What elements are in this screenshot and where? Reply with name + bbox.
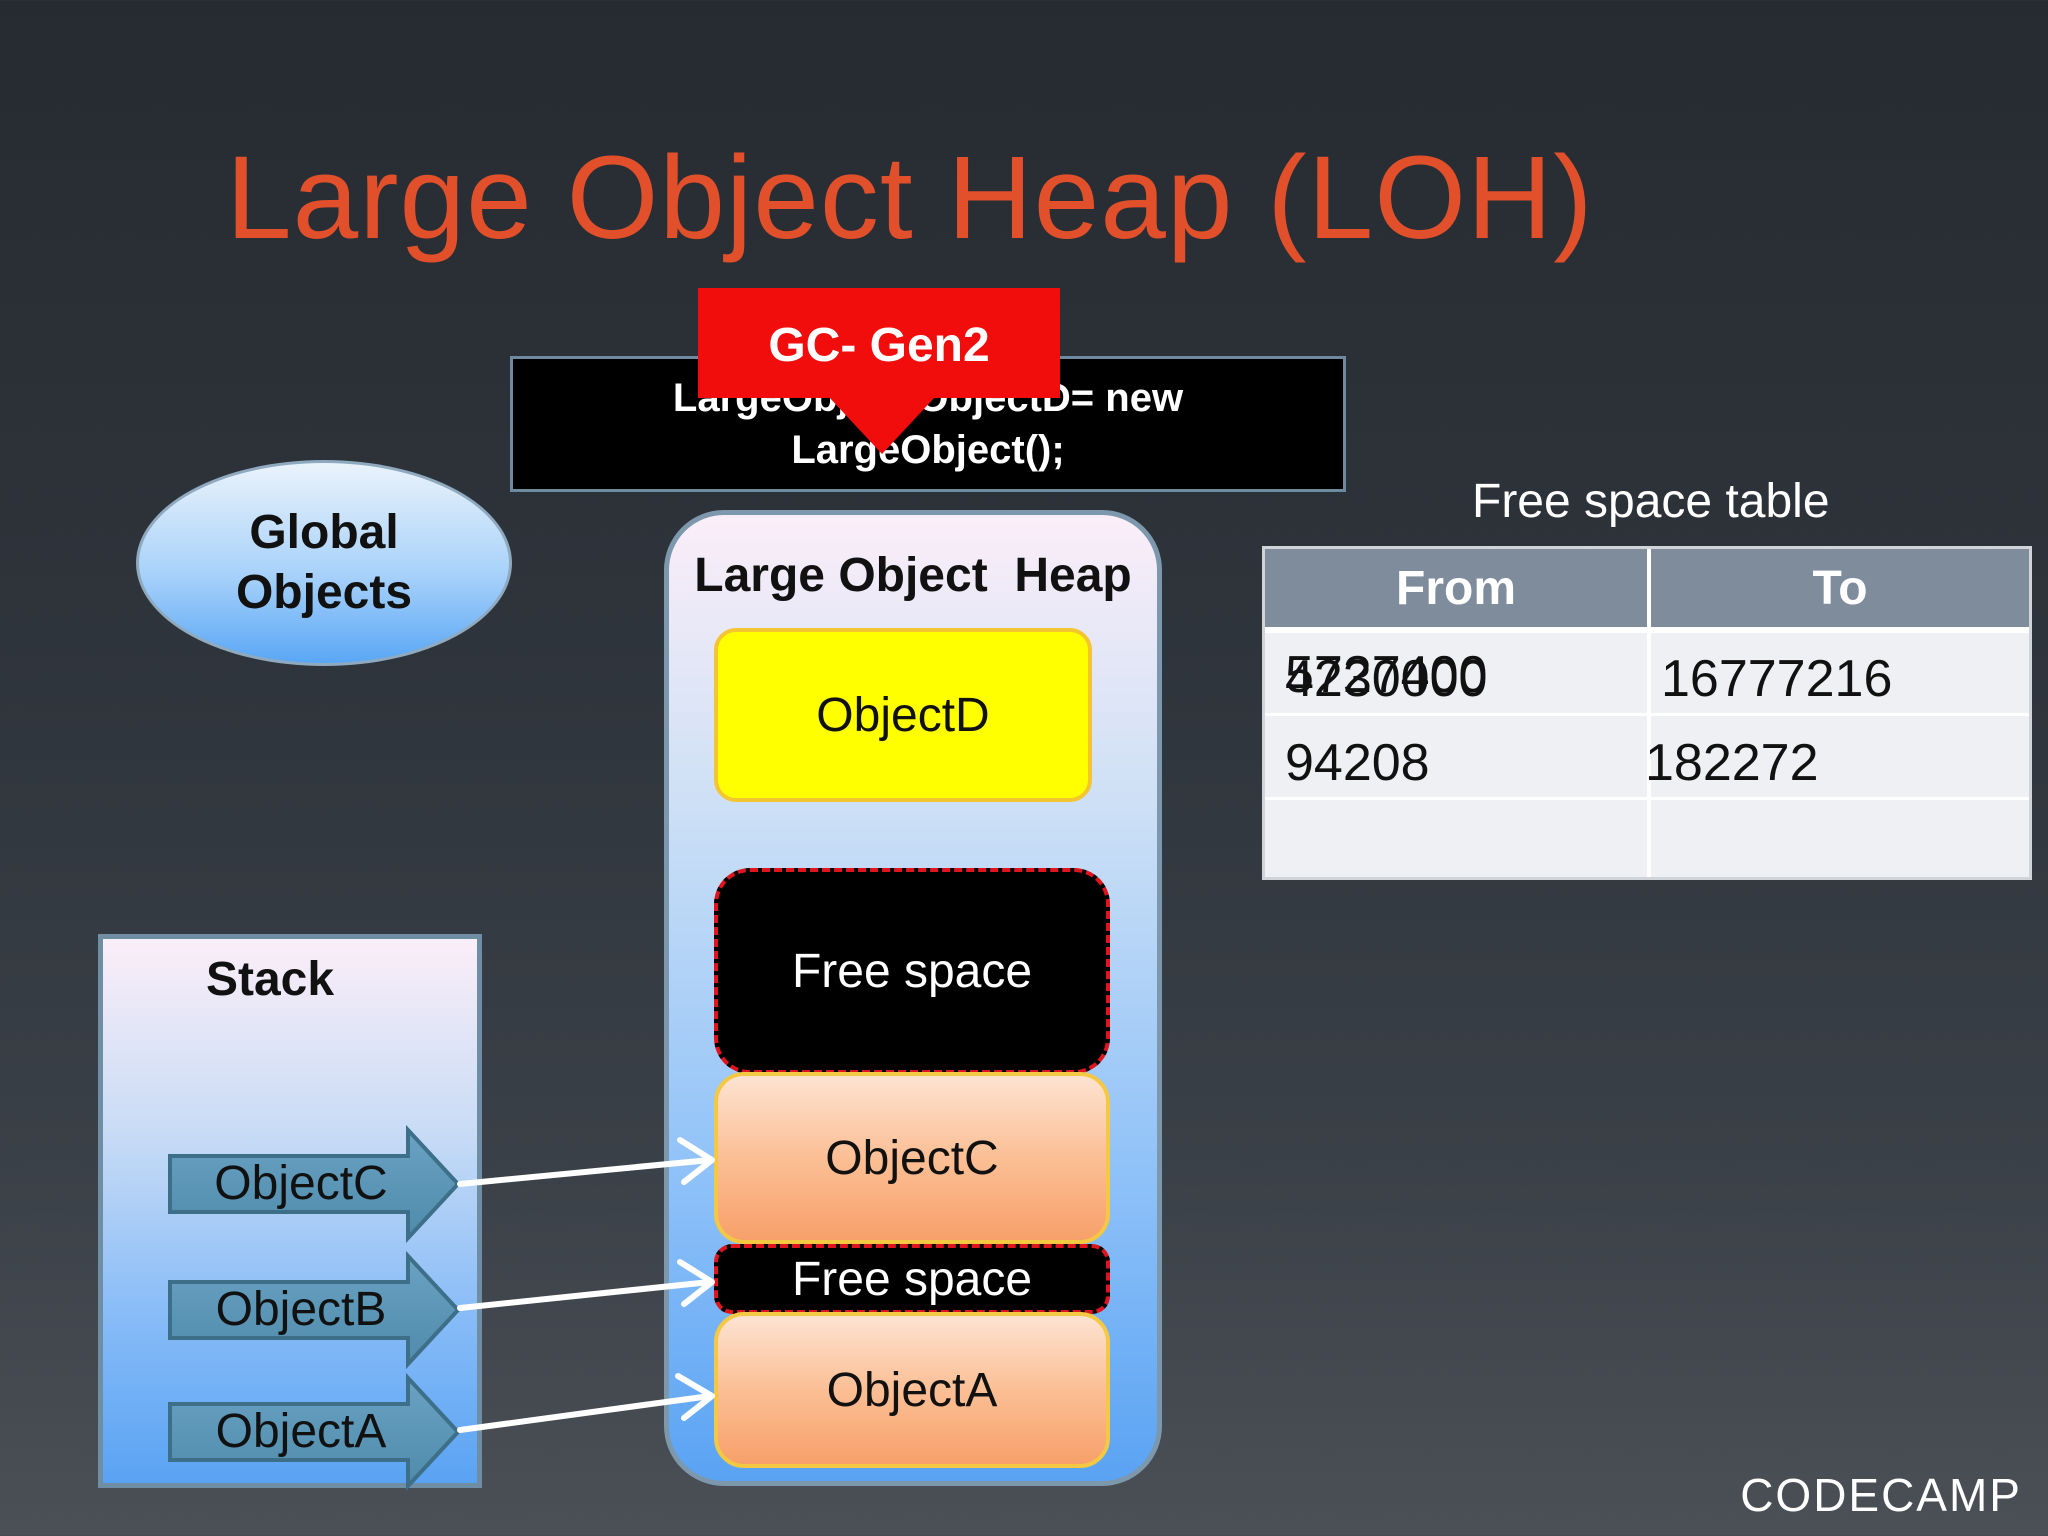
- stack-arrow-objectc: [168, 1124, 461, 1244]
- global-objects-label-line1: Global: [249, 506, 399, 559]
- stack-label-objectc: ObjectC: [214, 1157, 388, 1210]
- stack-label-objecta: ObjectA: [215, 1405, 387, 1458]
- table-row1-from-overlay-a: 5727400: [1285, 646, 1488, 704]
- global-objects-ellipse: Global Objects: [136, 460, 512, 666]
- table-row2-to: 182272: [1645, 734, 1819, 792]
- heap-block-free-space-1: Free space: [714, 868, 1110, 1074]
- table-row1-to: 16777216: [1661, 650, 1893, 708]
- table-row-divider-1: [1265, 713, 2029, 716]
- stack-label-objectb: ObjectB: [215, 1283, 387, 1336]
- table-header-to: To: [1651, 549, 2029, 627]
- gc-gen2-badge: GC- Gen2: [698, 288, 1060, 398]
- stack-arrow-objectb: [168, 1250, 461, 1370]
- stack-title: Stack: [205, 953, 335, 1006]
- free-space-table: From To 5727400 4230000 16777216 94208 1…: [1262, 546, 2032, 880]
- pointer-line-objecta: [457, 1393, 713, 1433]
- heap-block-objectd: ObjectD: [714, 628, 1092, 802]
- free-space-table-caption: Free space table: [1472, 475, 1830, 528]
- pointer-line-objectc: [457, 1157, 713, 1187]
- pointer-head-objectb: [677, 1259, 715, 1307]
- pointer-head-objecta: [675, 1373, 715, 1421]
- table-row1-from-overlay-b: 4230000: [1285, 650, 1488, 708]
- pointer-line-objectb: [457, 1279, 713, 1311]
- slide-title: Large Object Heap (LOH): [226, 132, 1594, 264]
- heap-block-free-space-2: Free space: [714, 1244, 1110, 1314]
- table-row-divider-2: [1265, 797, 2029, 800]
- pointer-head-objectc: [677, 1137, 715, 1185]
- heap-title: Large Object Heap: [694, 549, 1132, 602]
- heap-block-objectc: ObjectC: [714, 1072, 1110, 1244]
- table-row2-from: 94208: [1285, 734, 1430, 792]
- heap-block-objecta: ObjectA: [714, 1312, 1110, 1468]
- gc-arrow-down-icon: [828, 396, 936, 454]
- global-objects-label-line2: Objects: [235, 566, 413, 619]
- table-header-from: From: [1265, 549, 1647, 627]
- stack-arrow-objecta: [168, 1372, 461, 1492]
- codecamp-logo: CODECAMP: [1740, 1469, 2022, 1521]
